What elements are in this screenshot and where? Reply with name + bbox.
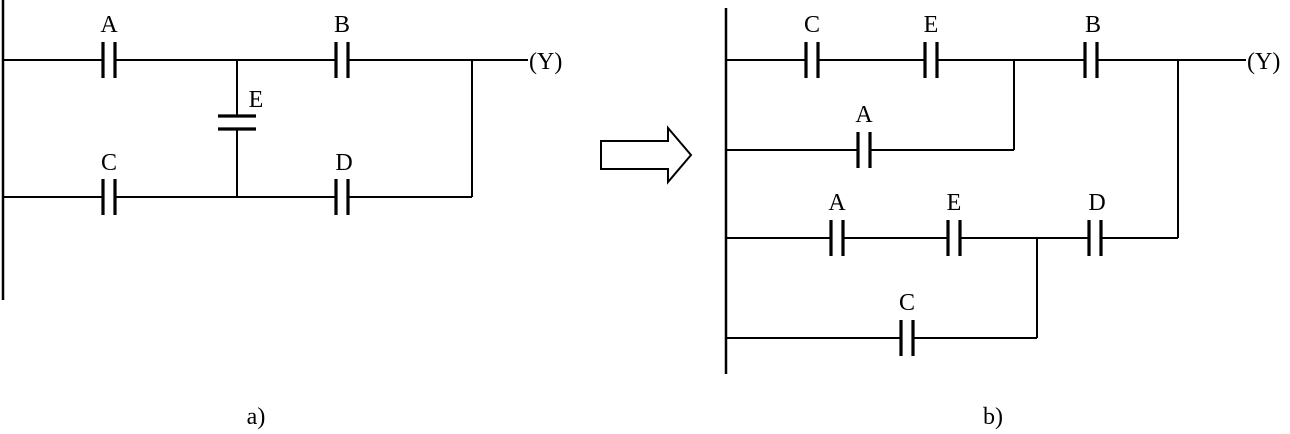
contact-label: C [101,150,117,176]
contact-label: E [924,12,939,38]
contact-a [101,42,117,78]
contact-d [334,179,350,215]
contact-label: E [947,190,962,216]
diagram-b: C E B A A E D [724,8,1280,430]
diagram-a: A B E C D (Y) a) [1,0,562,430]
contact-label: B [1085,12,1101,38]
contact-e [923,42,939,78]
contact-label: A [828,190,846,216]
contact-label: A [100,12,118,38]
contact-d [1087,220,1103,256]
contact-c [804,42,820,78]
caption-b: b) [983,404,1003,430]
contact-a [829,220,845,256]
contact-c [101,179,117,215]
contact-label: D [335,150,352,176]
right-arrow-icon [600,125,693,185]
contact-label: D [1088,190,1105,216]
contact-label: E [249,87,264,113]
contact-e [218,114,256,131]
contact-a [856,132,872,168]
contact-label: B [334,12,350,38]
contact-c [899,320,915,356]
caption-a: a) [247,404,266,430]
contact-label: A [855,102,873,128]
contact-b [1083,42,1099,78]
output-coil-label: (Y) [1247,49,1280,75]
contact-label: C [804,12,820,38]
output-coil-label: (Y) [529,49,562,75]
contact-e [946,220,962,256]
contact-label: C [899,290,915,316]
contact-b [334,42,350,78]
